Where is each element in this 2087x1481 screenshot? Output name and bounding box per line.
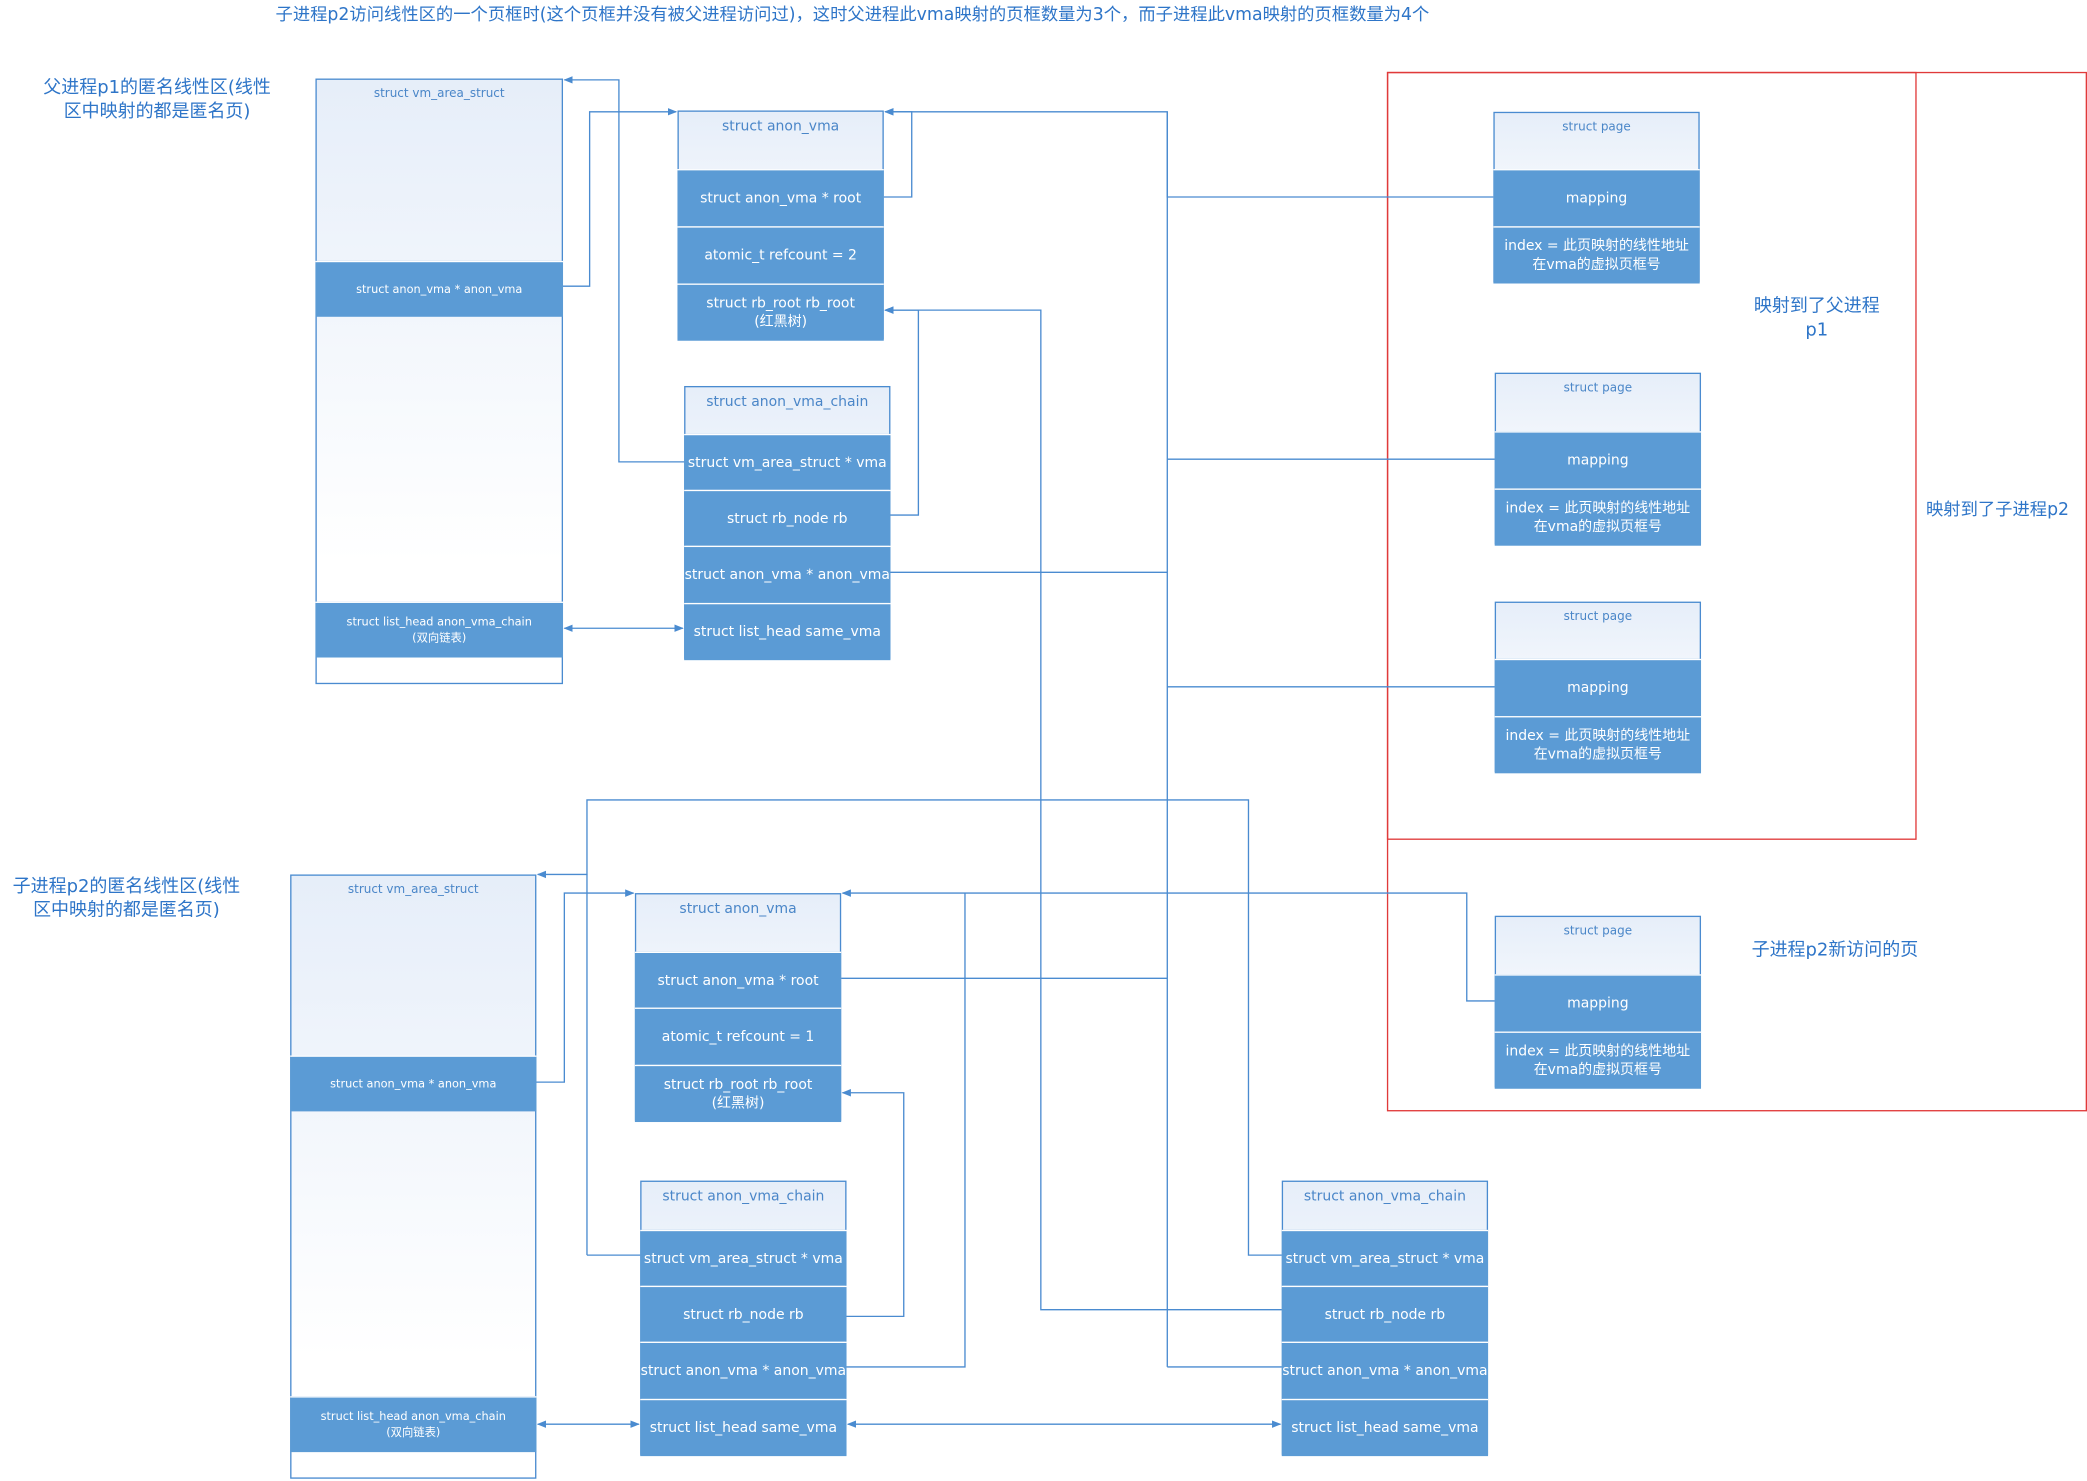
child-vma-list-field: struct list_head anon_vma_chain (双向链表) bbox=[290, 1396, 537, 1453]
child-vma-anon-vma-field: struct anon_vma * anon_vma bbox=[290, 1055, 537, 1112]
parent-vma-list-field: struct list_head anon_vma_chain (双向链表) bbox=[315, 601, 564, 658]
page-4-index-field: index = 此页映射的线性地址 在vma的虚拟页框号 bbox=[1494, 1031, 1702, 1089]
parent-vma-list-note: (双向链表) bbox=[412, 631, 467, 645]
parent-anon-vma-header: struct anon_vma bbox=[722, 118, 840, 135]
parent-anon-vma: struct anon_vma struct anon_vma * root a… bbox=[677, 110, 884, 341]
mapped-parent-label: 映射到了父进程 p1 bbox=[1730, 294, 1903, 342]
mapped-parent-label-line-1: 映射到了父进程 bbox=[1753, 295, 1880, 317]
page-2-mapping-field: mapping bbox=[1494, 431, 1702, 489]
child-anon-vma-header: struct anon_vma bbox=[679, 901, 797, 918]
page-mapping-bus-line bbox=[884, 108, 1494, 198]
child-avc-right-vma-field: struct vm_area_struct * vma bbox=[1281, 1229, 1489, 1286]
parent-anon-vma-rb-root-field: struct rb_root rb_root (红黑树) bbox=[677, 283, 884, 341]
left-avc-anon-vma-line bbox=[846, 893, 966, 1368]
child-vm-area-struct: struct vm_area_struct struct anon_vma * … bbox=[290, 874, 537, 1479]
page-2: struct page mapping index = 此页映射的线性地址 在v… bbox=[1494, 372, 1702, 546]
child-vma-list-label: struct list_head anon_vma_chain bbox=[320, 1410, 506, 1424]
child-anon-vma-chain-left: struct anon_vma_chain struct vm_area_str… bbox=[640, 1180, 847, 1457]
page-2-header: struct page bbox=[1563, 381, 1633, 396]
parent-avc-anon-vma-field: struct anon_vma * anon_vma bbox=[684, 545, 891, 603]
parent-root-self-line bbox=[883, 108, 913, 198]
parent-rb-root-note: (红黑树) bbox=[754, 314, 808, 331]
child-avc-left-rb-field: struct rb_node rb bbox=[640, 1285, 847, 1342]
child-anon-vma: struct anon_vma struct anon_vma * root a… bbox=[634, 893, 842, 1123]
child-rb-root-label: struct rb_root rb_root bbox=[663, 1076, 813, 1093]
page-4-index-line-2: 在vma的虚拟页框号 bbox=[1533, 1062, 1663, 1079]
parent-mapping-frame bbox=[1386, 71, 1917, 840]
mapped-parent-label-line-2: p1 bbox=[1805, 319, 1829, 341]
parent-avc-vma-line bbox=[563, 76, 685, 463]
parent-rb-root-label: struct rb_root rb_root bbox=[706, 295, 855, 312]
page-4: struct page mapping index = 此页映射的线性地址 在v… bbox=[1494, 915, 1702, 1089]
parent-anon-vma-root-field: struct anon_vma * root bbox=[677, 169, 884, 227]
child-avc-right-header: struct anon_vma_chain bbox=[1303, 1188, 1466, 1205]
parent-avc-header: struct anon_vma_chain bbox=[706, 393, 869, 410]
page-1-header: struct page bbox=[1562, 121, 1631, 135]
parent-vma-to-anon-vma-line bbox=[563, 108, 678, 287]
child-avc-left-vma-field: struct vm_area_struct * vma bbox=[640, 1229, 847, 1286]
page-3-index-field: index = 此页映射的线性地址 在vma的虚拟页框号 bbox=[1494, 716, 1702, 774]
child-anon-vma-root-field: struct anon_vma * root bbox=[634, 951, 842, 1008]
parent-avc-same-vma-field: struct list_head same_vma bbox=[684, 602, 891, 661]
child-region-label-line-2: 区中映射的都是匿名页) bbox=[33, 899, 220, 922]
page-4-mapping-line bbox=[841, 889, 1495, 1002]
parent-vm-area-struct: struct vm_area_struct struct anon_vma * … bbox=[315, 78, 564, 685]
right-avc-rb-line bbox=[884, 306, 1282, 1311]
parent-region-label: 父进程p1的匿名线性区(线性 区中映射的都是匿名页) bbox=[27, 76, 288, 124]
child-anon-vma-rb-root-field: struct rb_root rb_root (红黑树) bbox=[634, 1064, 842, 1123]
parent-avc-vma-field: struct vm_area_struct * vma bbox=[684, 433, 891, 490]
page-2-index-line-1: index = 此页映射的线性地址 bbox=[1505, 500, 1691, 517]
new-page-label: 子进程p2新访问的页 bbox=[1751, 939, 1919, 961]
child-region-label: 子进程p2的匿名线性区(线性 区中映射的都是匿名页) bbox=[0, 874, 253, 922]
parent-region-label-line-1: 父进程p1的匿名线性区(线性 bbox=[43, 77, 271, 99]
parent-vma-list-label: struct list_head anon_vma_chain bbox=[346, 615, 532, 629]
page-3-index-line-2: 在vma的虚拟页框号 bbox=[1533, 746, 1663, 763]
parent-avc-rb-field: struct rb_node rb bbox=[684, 489, 891, 546]
page-3-header: struct page bbox=[1563, 610, 1633, 625]
child-avc-left-anon-vma-field: struct anon_vma * anon_vma bbox=[640, 1341, 847, 1399]
diagram-title: 子进程p2访问线性区的一个页框时(这个页框并没有被父进程访问过)，这时父进程此v… bbox=[275, 5, 1430, 26]
page-1: struct page mapping index = 此页映射的线性地址 在v… bbox=[1493, 111, 1700, 284]
page-3-index-line-1: index = 此页映射的线性地址 bbox=[1505, 728, 1691, 745]
right-avc-vma-line bbox=[536, 799, 1282, 1256]
child-vma-to-anon-vma-line bbox=[536, 889, 635, 1083]
parent-region-label-line-2: 区中映射的都是匿名页) bbox=[63, 101, 251, 123]
page-4-header: struct page bbox=[1563, 925, 1633, 939]
child-anon-vma-chain-right: struct anon_vma_chain struct vm_area_str… bbox=[1281, 1180, 1489, 1457]
page-1-index-line-2: 在vma的虚拟页框号 bbox=[1532, 256, 1661, 273]
page-2-index-field: index = 此页映射的线性地址 在vma的虚拟页框号 bbox=[1494, 488, 1702, 546]
child-avc-left-header: struct anon_vma_chain bbox=[662, 1188, 825, 1205]
page-4-mapping-field: mapping bbox=[1494, 974, 1702, 1032]
parent-avc-rb-line bbox=[884, 306, 920, 516]
child-vma-header: struct vm_area_struct bbox=[347, 883, 479, 898]
page-3: struct page mapping index = 此页映射的线性地址 在v… bbox=[1494, 601, 1702, 774]
parent-vma-anon-vma-field: struct anon_vma * anon_vma bbox=[315, 260, 564, 317]
mapped-child-label: 映射到了子进程p2 bbox=[1925, 500, 2070, 521]
parent-anon-vma-chain: struct anon_vma_chain struct vm_area_str… bbox=[684, 385, 891, 661]
child-rb-root-note: (红黑树) bbox=[711, 1095, 765, 1112]
page-3-mapping-field: mapping bbox=[1494, 658, 1702, 717]
page-1-index-line-1: index = 此页映射的线性地址 bbox=[1504, 238, 1689, 255]
left-avc-rb-line bbox=[841, 1089, 905, 1318]
child-avc-left-same-vma-field: struct list_head same_vma bbox=[640, 1398, 847, 1457]
page-4-index-line-1: index = 此页映射的线性地址 bbox=[1505, 1043, 1691, 1060]
page-1-index-field: index = 此页映射的线性地址 在vma的虚拟页框号 bbox=[1493, 226, 1700, 284]
child-vma-list-note: (双向链表) bbox=[386, 1426, 441, 1440]
parent-anon-vma-refcount-field: atomic_t refcount = 2 bbox=[677, 226, 884, 284]
page-2-index-line-2: 在vma的虚拟页框号 bbox=[1533, 519, 1663, 536]
page-1-mapping-field: mapping bbox=[1493, 169, 1700, 227]
child-anon-vma-refcount-field: atomic_t refcount = 1 bbox=[634, 1007, 842, 1065]
child-avc-right-rb-field: struct rb_node rb bbox=[1281, 1285, 1489, 1342]
child-avc-right-same-vma-field: struct list_head same_vma bbox=[1281, 1398, 1489, 1457]
parent-vma-header: struct vm_area_struct bbox=[373, 87, 505, 102]
child-region-label-line-1: 子进程p2的匿名线性区(线性 bbox=[12, 875, 241, 898]
child-avc-right-anon-vma-field: struct anon_vma * anon_vma bbox=[1281, 1341, 1489, 1399]
